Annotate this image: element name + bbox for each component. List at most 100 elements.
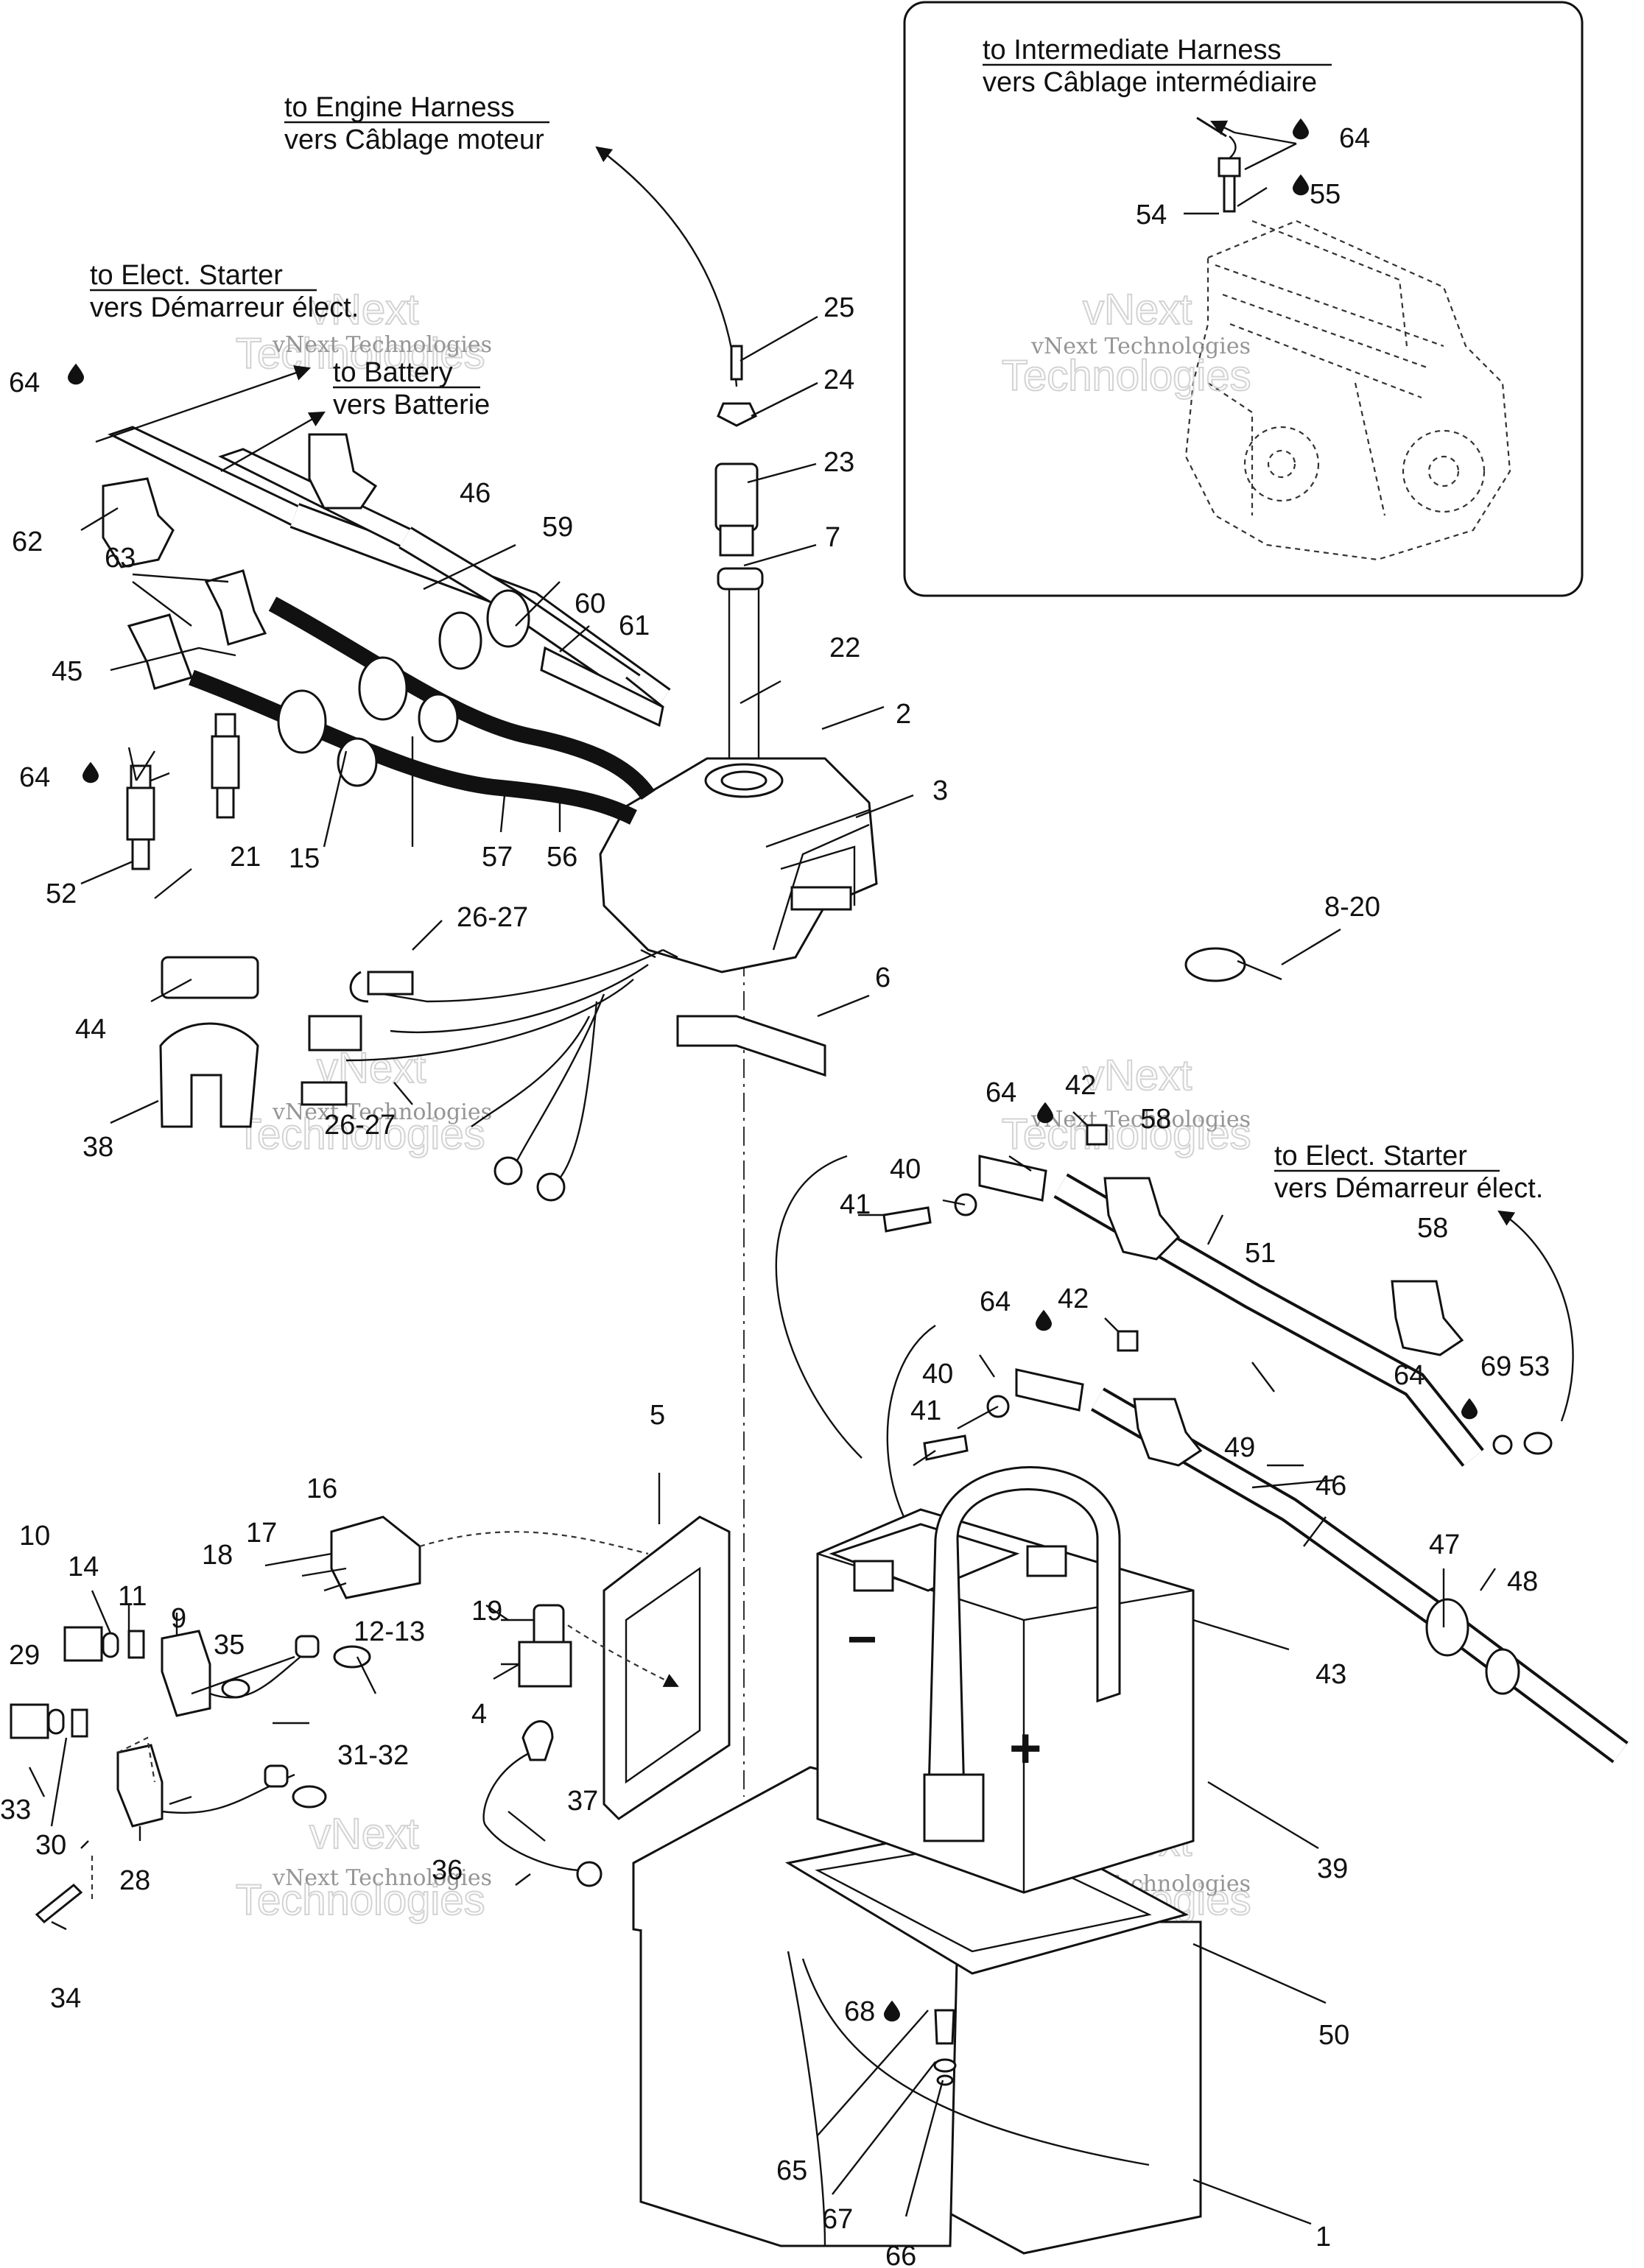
fuse-holders <box>10 1626 371 1924</box>
spacer-6 <box>676 1015 826 1077</box>
part-label: 64 <box>1394 1360 1425 1391</box>
part-label: 69 <box>1480 1351 1511 1382</box>
part-label: 7 <box>825 522 840 553</box>
battery-assembly: − + <box>632 1466 1202 2255</box>
part-label: 64 <box>986 1077 1016 1108</box>
watermark-text: vNext Technologies <box>1030 334 1251 359</box>
leader-lines <box>28 131 1496 2225</box>
part-label: 6 <box>875 962 890 993</box>
caption-battery-en: to Battery <box>333 357 453 388</box>
watermark-big: vNext <box>1083 286 1192 334</box>
part-label: 56 <box>547 842 577 873</box>
part-label: 47 <box>1429 1529 1460 1560</box>
lubricant-drop-icon <box>82 761 99 783</box>
plus-symbol: + <box>1009 1717 1041 1780</box>
part-label: 66 <box>885 2241 916 2268</box>
caption-intermediate-harness-fr: vers Câblage intermédiaire <box>983 67 1317 98</box>
part-label: 57 <box>482 842 513 873</box>
module-housing <box>599 757 878 973</box>
part-label: 28 <box>119 1865 150 1896</box>
part-label: 43 <box>1315 1659 1346 1690</box>
part-label: 59 <box>542 512 573 543</box>
part-label: 26-27 <box>457 902 528 933</box>
connector-24 <box>717 402 757 427</box>
caption-battery-fr: vers Batterie <box>333 390 490 420</box>
part-label: 46 <box>460 478 491 509</box>
engine-block <box>1184 219 1511 561</box>
part-label: 41 <box>910 1395 941 1426</box>
part-label: 63 <box>105 543 136 574</box>
part-label: 1 <box>1315 2222 1331 2253</box>
part-label: 39 <box>1317 1853 1348 1884</box>
caption-elect-starter-en-2: to Elect. Starter <box>1274 1141 1467 1172</box>
part-label: 11 <box>118 1581 147 1612</box>
watermark-big: vNext <box>1083 1052 1192 1099</box>
part-label: 23 <box>823 447 854 478</box>
sensor-54 <box>1218 157 1241 177</box>
tie-wrap <box>1184 947 1282 982</box>
ignition-wires <box>126 569 656 870</box>
watermark-big: Technologies <box>236 1110 485 1158</box>
watermark-big: vNext <box>309 286 418 334</box>
spark-plug <box>211 713 240 819</box>
watermark-text: vNext Technologies <box>272 332 492 358</box>
clamp-38 <box>159 1022 259 1128</box>
part-label: 67 <box>822 2204 853 2235</box>
right-battery-cables <box>775 1124 1629 1764</box>
part-label: 68 <box>844 1996 875 2027</box>
part-label: 4 <box>471 1699 487 1730</box>
connector-23 <box>714 462 759 532</box>
part-label: 34 <box>50 1983 81 2014</box>
part-label: 5 <box>650 1400 665 1431</box>
part-label: 29 <box>9 1640 40 1671</box>
top-battery-cables <box>102 426 671 728</box>
part-label: 33 <box>0 1795 31 1825</box>
part-label: 9 <box>171 1603 186 1634</box>
part-label: 21 <box>230 842 261 873</box>
part-label: 8-20 <box>1324 892 1380 923</box>
part-label: 26-27 <box>324 1110 396 1141</box>
caption-elect-starter-fr-2: vers Démarreur élect. <box>1274 1173 1543 1204</box>
part-label: 55 <box>1310 179 1341 210</box>
part-label: 2 <box>896 699 911 730</box>
part-label: 64 <box>980 1286 1011 1317</box>
part-label: 40 <box>922 1359 953 1390</box>
caption-intermediate-harness-en: to Intermediate Harness <box>983 35 1282 66</box>
part-label: 42 <box>1058 1283 1089 1314</box>
part-label: 25 <box>823 292 854 323</box>
part-label: 14 <box>68 1552 99 1582</box>
caption-elect-starter-en: to Elect. Starter <box>90 260 283 291</box>
part-label: 54 <box>1136 200 1167 230</box>
part-label: 18 <box>202 1540 233 1571</box>
part-labels: 1 2 3 4 5 6 7 8-20 9 10 11 12-13 14 15 1… <box>0 123 1550 2268</box>
watermark-big: Technologies <box>1002 352 1251 400</box>
part-label: 12-13 <box>354 1616 425 1647</box>
minus-symbol: − <box>847 1610 877 1668</box>
part-label: 46 <box>1315 1471 1346 1501</box>
part-label: 24 <box>823 364 854 395</box>
part-label: 44 <box>75 1014 106 1045</box>
watermark-text: vNext Technologies <box>1030 1107 1251 1133</box>
spark-plug <box>126 764 155 870</box>
wire-holder-44 <box>161 956 259 999</box>
part-label: 62 <box>12 526 43 557</box>
part-label: 58 <box>1417 1213 1448 1244</box>
part-label: 51 <box>1245 1238 1276 1269</box>
harness-connectors <box>595 146 764 781</box>
part-label: 65 <box>776 2155 807 2186</box>
part-label: 16 <box>306 1473 337 1504</box>
starter-solenoid-assembly <box>264 1515 731 1887</box>
part-label: 37 <box>567 1786 598 1817</box>
caption-elect-starter-fr: vers Démarreur élect. <box>90 292 359 323</box>
watermark-big: Technologies <box>236 330 485 378</box>
part-label: 61 <box>619 610 650 641</box>
part-label: 53 <box>1519 1351 1550 1382</box>
terminal-25 <box>730 345 743 381</box>
part-label: 38 <box>82 1132 113 1163</box>
part-label: 31-32 <box>337 1740 409 1771</box>
part-label: 58 <box>1140 1104 1171 1135</box>
watermark-big: vNext <box>309 1810 418 1858</box>
part-label: 10 <box>19 1521 50 1552</box>
grommet-7 <box>717 567 764 591</box>
